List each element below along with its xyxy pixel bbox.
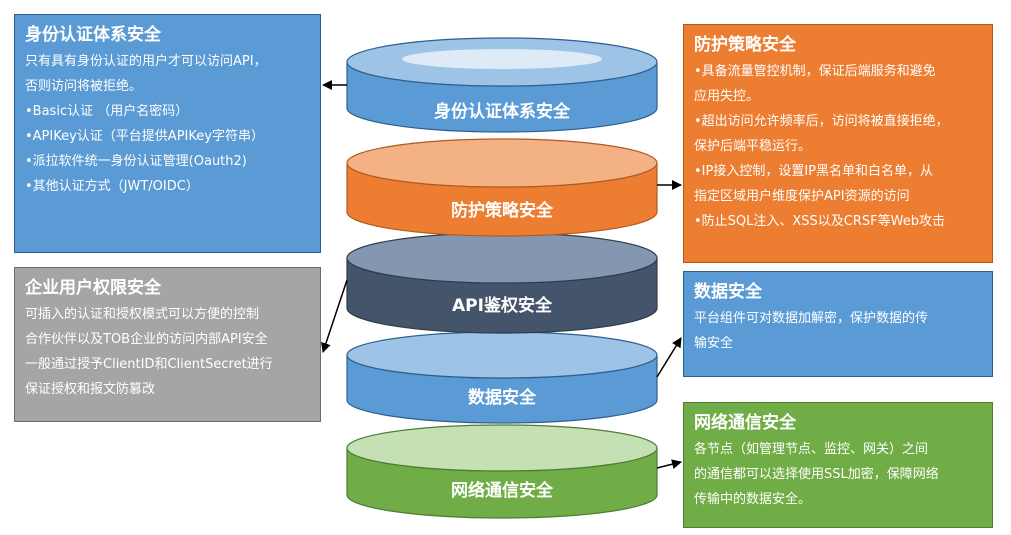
identity-box-line: •APIKey认证（平台提供APIKey字符串） (25, 129, 264, 144)
protection-box-line: 保护后端平稳运行。 (694, 139, 812, 154)
network-box-line: 传输中的数据安全。 (694, 492, 812, 507)
enterprise-box-line: 保证授权和报文防篡改 (25, 382, 156, 397)
layer-identity-label: 身份认证体系安全 (434, 101, 571, 122)
enterprise-box-title: 企业用户权限安全 (25, 278, 161, 298)
identity-box-line: •Basic认证 （用户名密码） (25, 104, 189, 119)
data-box-line: 平台组件可对数据加解密，保护数据的传 (694, 311, 929, 326)
layer-auth-label: API鉴权安全 (452, 295, 553, 316)
data-info-box: 数据安全 平台组件可对数据加解密，保护数据的传 输安全 (683, 271, 993, 377)
layer-data-label: 数据安全 (468, 387, 537, 408)
enterprise-info-box: 企业用户权限安全 可插入的认证和授权模式可以方便的控制 合作伙伴以及TOB企业的… (14, 267, 321, 422)
protection-box-title: 防护策略安全 (694, 35, 796, 55)
layer-protection-disk: 防护策略安全 (346, 138, 658, 237)
layer-network-disk: 网络通信安全 (346, 424, 658, 519)
protection-box-line: •IP接入控制，设置IP黑名单和白名单，从 (694, 164, 934, 179)
identity-box-line: •其他认证方式（JWT/OIDC） (25, 179, 199, 194)
layer-auth-top (346, 232, 658, 284)
protection-box-line: •防止SQL注入、XSS以及CRSF等Web攻击 (694, 214, 945, 229)
protection-box-line: 应用失控。 (694, 89, 760, 104)
protection-box-line: •超出访问允许频率后，访问将被直接拒绝， (694, 114, 949, 129)
network-box-title: 网络通信安全 (694, 413, 796, 433)
protection-info-box: 防护策略安全 •具备流量管控机制，保证后端服务和避免 应用失控。 •超出访问允许… (683, 24, 993, 263)
network-info-box: 网络通信安全 各节点（如管理节点、监控、网关）之间 的通信都可以选择使用SSL加… (683, 402, 993, 528)
identity-box-title: 身份认证体系安全 (25, 25, 161, 45)
identity-info-box: 身份认证体系安全 只有具有身份认证的用户才可以访问API， 否则访问将被拒绝。 … (14, 14, 321, 253)
enterprise-box-line: 一般通过授予ClientID和ClientSecret进行 (25, 357, 273, 372)
layer-identity-disk: 身份认证体系安全 (346, 37, 658, 133)
identity-box-line: •派拉软件统一身份认证管理(Oauth2) (25, 154, 247, 169)
arrow-to-enterprise-box (321, 279, 348, 353)
layer-network-top (346, 424, 658, 472)
protection-box-line: •具备流量管控机制，保证后端服务和避免 (694, 64, 936, 79)
layer-identity-top-highlight (402, 49, 602, 69)
data-box-line: 输安全 (694, 336, 734, 351)
enterprise-box-line: 合作伙伴以及TOB企业的访问内部API安全 (25, 332, 268, 347)
layer-auth-disk: API鉴权安全 (346, 232, 658, 334)
protection-box-line: 指定区域用户维度保护API资源的访问 (694, 189, 910, 204)
layer-data-top (346, 331, 658, 379)
identity-box-line: 只有具有身份认证的用户才可以访问API， (25, 54, 267, 69)
arrow-to-network-box (656, 459, 682, 470)
network-box-line: 的通信都可以选择使用SSL加密，保障网络 (694, 467, 939, 482)
layer-network-label: 网络通信安全 (451, 480, 554, 501)
layer-protection-label: 防护策略安全 (451, 200, 554, 221)
enterprise-box-line: 可插入的认证和授权模式可以方便的控制 (25, 307, 260, 322)
data-box-title: 数据安全 (694, 282, 762, 302)
layer-data-disk: 数据安全 (346, 331, 658, 424)
layer-protection-top (346, 138, 658, 188)
network-box-line: 各节点（如管理节点、监控、网关）之间 (694, 442, 929, 457)
arrow-to-data-box (656, 337, 682, 378)
identity-box-line: 否则访问将被拒绝。 (25, 79, 143, 94)
